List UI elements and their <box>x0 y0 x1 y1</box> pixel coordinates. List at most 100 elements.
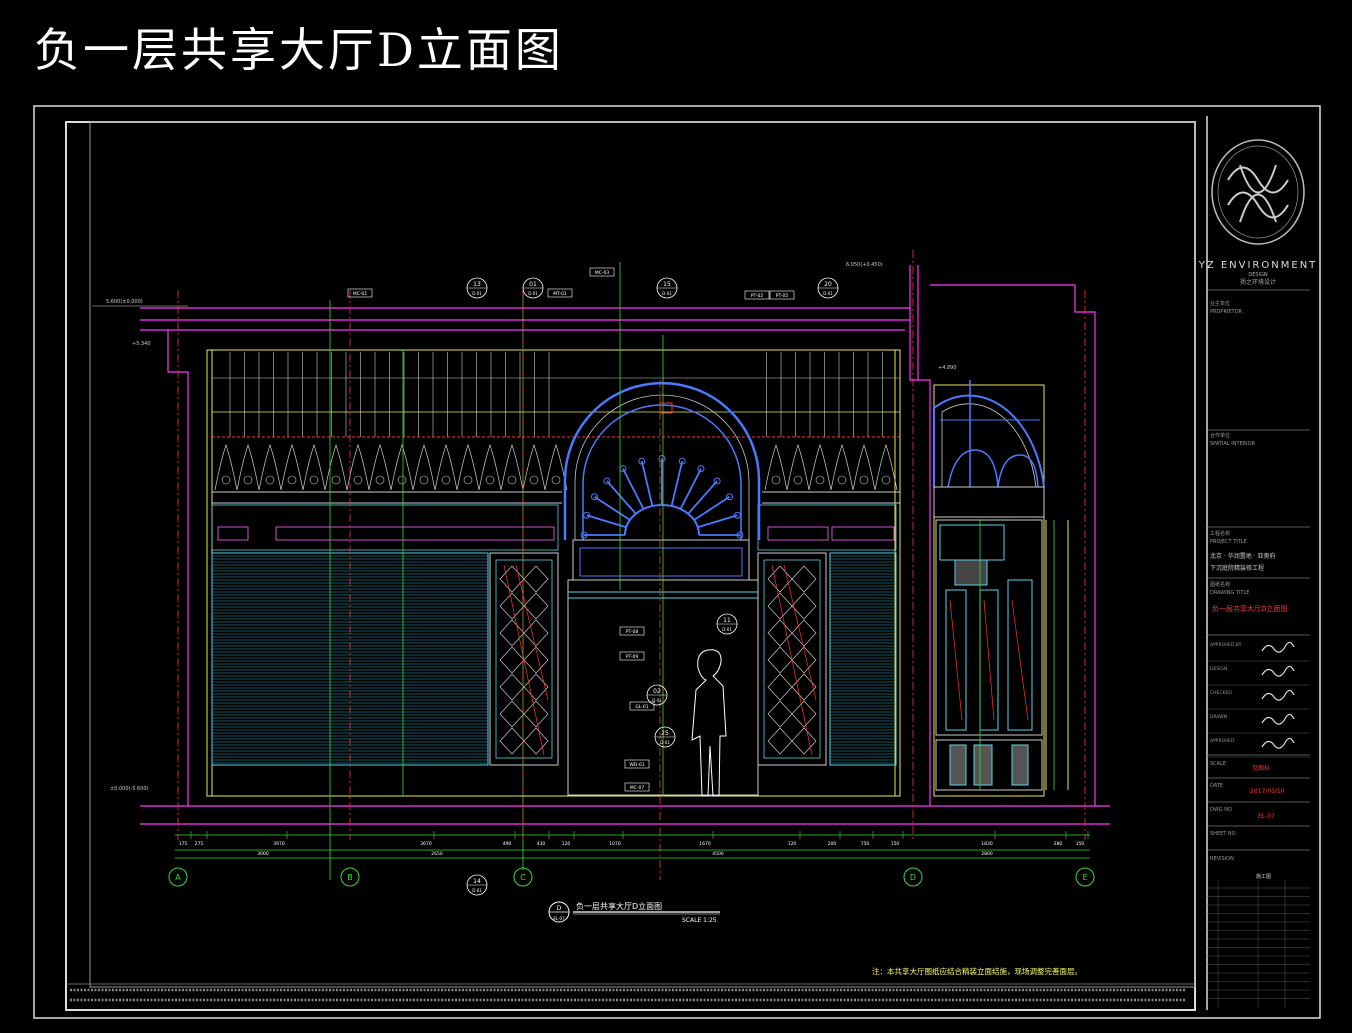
detail-tag-25: 25D-01 <box>654 726 676 748</box>
signature-scribble <box>1261 689 1295 701</box>
detail-tag-ref: D-01 <box>722 627 732 632</box>
material-code: PT-08 <box>626 629 639 635</box>
brand-sub: DESIGN <box>1248 272 1268 278</box>
brand-logo-knot-icon <box>1227 164 1289 223</box>
detail-tag-ref: D-01 <box>472 291 482 296</box>
dim-label: 490 <box>503 841 512 847</box>
general-notes <box>70 988 1185 1002</box>
tb-sheet-label: SHEET NO <box>1210 831 1236 837</box>
material-callout: MC-01 <box>347 288 373 298</box>
dim-label: 3670 <box>420 841 432 847</box>
detail-tag-ref: D-01 <box>662 291 672 296</box>
tb-dwgno-label: DWG NO <box>1210 807 1232 813</box>
dim-total: 2650 <box>431 851 443 857</box>
material-code: MC-07 <box>630 785 645 791</box>
detail-tag-no: 02 <box>653 688 661 695</box>
material-callout: PT-09 <box>619 651 645 661</box>
material-code: PT-02 <box>751 293 764 299</box>
detail-tag-01: 01D-01 <box>522 277 544 299</box>
level-top: 5.600(±0.000) <box>106 299 143 305</box>
ornament-frieze <box>212 443 900 504</box>
caption-scale: SCALE 1:25 <box>682 917 717 924</box>
detail-tag-ref: D-01 <box>660 740 670 745</box>
tb-project-name-2: 下沉庭院精装修工程 <box>1210 564 1264 572</box>
lattice-door-left <box>489 552 559 766</box>
structure-lines <box>140 265 1110 825</box>
tb-dwgno-value: EL-07 <box>1258 813 1275 820</box>
dim-label: 750 <box>861 841 870 847</box>
detail-tag-20: 20D-01 <box>817 277 839 299</box>
wall-panels <box>211 504 897 551</box>
grid-axis-label: A <box>175 873 181 882</box>
dim-label: 120 <box>788 841 797 847</box>
level-6050: 6.050(+0.450) <box>846 262 883 268</box>
tb-project-en: PROJECT TITLE <box>1210 539 1247 545</box>
signature-scribble <box>1261 665 1295 677</box>
detail-tag-ref: D-01 <box>652 698 662 703</box>
tb-project-name-1: 北京 · 华润置地 · 亚奥府 <box>1210 552 1275 560</box>
brand-name: YZ ENVIRONMENT <box>1198 260 1318 271</box>
wall-cladding-right <box>829 552 897 766</box>
caption-title: 负一层共享大厅D立面图 <box>576 901 662 911</box>
material-callout: MT-01 <box>547 288 573 298</box>
tb-proprietor-en: PROPRIETOR <box>1210 309 1243 315</box>
tb-date-label: DATE <box>1210 783 1223 789</box>
tb-row-label: APPROVED <box>1210 738 1235 744</box>
detail-tag-02: 02D-01 <box>646 684 668 706</box>
tb-drawing-name: 负一层共享大厅D立面图 <box>1212 604 1287 613</box>
tb-drawing-cn: 图纸名称 <box>1210 581 1230 588</box>
grid-axis-C: C <box>513 867 533 887</box>
dim-total: 2800 <box>981 851 993 857</box>
grid-axis-E: E <box>1075 867 1095 887</box>
detail-tag-no: 11 <box>723 617 731 624</box>
tb-revision-value: 施工图 <box>1256 873 1271 880</box>
dim-label: 150 <box>1076 841 1085 847</box>
dim-label: 200 <box>828 841 837 847</box>
detail-tag-no: 20 <box>824 281 832 288</box>
dim-total: 3000 <box>257 851 269 857</box>
brand-logo-ring <box>1211 139 1305 245</box>
tb-subdesign-en: SPATIAL INTERIOR <box>1210 441 1256 447</box>
detail-tag-ref: D-01 <box>823 291 833 296</box>
grid-axis-label: C <box>520 873 526 882</box>
title-block: YZ ENVIRONMENT DESIGN 扬之环境设计 业主单位 PROPRI… <box>1198 139 1318 1008</box>
dim-label: 3970 <box>273 841 285 847</box>
dim-total: 4500 <box>712 851 724 857</box>
inner-frame <box>89 121 1196 988</box>
material-code: PT-05 <box>776 293 789 299</box>
dim-label: 275 <box>195 841 204 847</box>
material-code: GL-01 <box>635 704 648 710</box>
top-grille <box>212 352 900 437</box>
tb-subdesign-cn: 合作单位 <box>1210 432 1230 439</box>
caption-sheet: EL-07 <box>553 916 565 921</box>
tb-proprietor-cn: 业主单位 <box>1210 300 1230 307</box>
signature-scribble <box>1261 641 1295 653</box>
material-callout: PT-05 <box>769 290 795 300</box>
material-code: MC-01 <box>353 291 368 297</box>
dim-label: 120 <box>562 841 571 847</box>
dim-label: 1670 <box>699 841 711 847</box>
central-arch <box>563 381 761 796</box>
material-callout: PT-08 <box>619 626 645 636</box>
design-note: 注：本共享大厅图纸应结合精装立面结施，现场调整完善面层。 <box>872 966 1082 976</box>
material-callout: GL-01 <box>629 701 655 711</box>
tb-revision-grid <box>1207 880 1310 1008</box>
dim-label: 280 <box>1054 841 1063 847</box>
tb-revision-label: REVISION <box>1210 856 1234 862</box>
material-code: MT-01 <box>553 291 567 297</box>
tb-row-label: APPROVED BY <box>1210 642 1242 648</box>
brand-cn: 扬之环境设计 <box>1240 278 1276 286</box>
detail-tag-13: 13D-01 <box>466 277 488 299</box>
tb-project-cn: 工程名称 <box>1210 530 1230 537</box>
detail-tag-no: 01 <box>529 281 537 288</box>
material-callout: MC-03 <box>589 267 615 277</box>
lattice-door-right <box>757 552 827 766</box>
grid-axis-D: D <box>903 867 923 887</box>
grid-axis-label: E <box>1082 873 1087 882</box>
drawing-frame <box>65 121 1196 1011</box>
detail-tag-no: 15 <box>663 281 671 288</box>
